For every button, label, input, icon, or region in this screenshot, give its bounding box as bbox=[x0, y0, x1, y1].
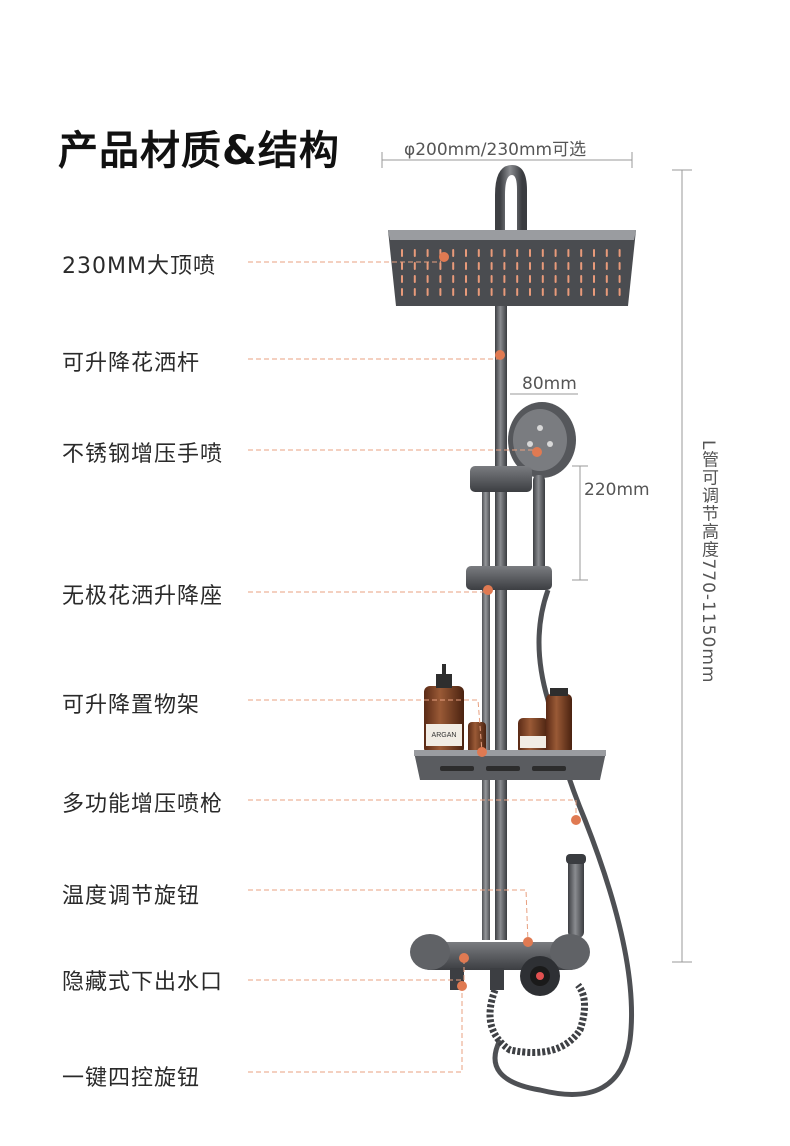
leader-line bbox=[248, 589, 489, 593]
label-control-knob: 一键四控旋钮 bbox=[62, 1066, 201, 1091]
leader-line bbox=[248, 958, 465, 981]
label-spray-gun: 多功能增压喷枪 bbox=[62, 792, 224, 817]
label-temperature-knob: 温度调节旋钮 bbox=[62, 884, 201, 909]
leader-line bbox=[248, 986, 463, 1073]
callout-dot bbox=[495, 350, 505, 360]
slider-rail bbox=[482, 470, 490, 940]
callout-dot bbox=[457, 981, 467, 991]
callout-dot bbox=[532, 447, 542, 457]
callout-dot bbox=[439, 252, 449, 262]
bottle-brand-label: ARGAN bbox=[432, 732, 457, 739]
hand-shower-height-dimension: 220mm bbox=[584, 480, 650, 500]
label-top-shower: 230MM大顶喷 bbox=[62, 254, 216, 279]
hand-shower-width-dimension: 80mm bbox=[522, 374, 577, 394]
callout-dot bbox=[459, 953, 469, 963]
gooseneck-arm bbox=[495, 164, 527, 237]
hand-shower bbox=[508, 402, 576, 585]
main-pipe bbox=[495, 300, 507, 940]
callout-dot bbox=[571, 815, 581, 825]
coiled-hose bbox=[486, 982, 588, 1056]
hand-shower-holder bbox=[470, 466, 532, 492]
dimension-lines bbox=[381, 152, 692, 963]
label-hand-shower: 不锈钢增压手喷 bbox=[62, 442, 224, 467]
callout-dot bbox=[483, 585, 493, 595]
lifting-seat bbox=[466, 566, 552, 590]
label-lifting-seat: 无极花洒升降座 bbox=[62, 584, 224, 609]
shelf bbox=[414, 750, 606, 780]
head-width-dimension: φ200mm/230mm可选 bbox=[404, 140, 587, 160]
leader-line bbox=[248, 449, 538, 453]
label-hidden-outlet: 隐藏式下出水口 bbox=[62, 970, 224, 995]
leader-line bbox=[248, 889, 529, 943]
callout-dot bbox=[477, 747, 487, 757]
top-shower-head bbox=[388, 230, 636, 306]
shower-hose bbox=[492, 589, 634, 1097]
spray-gun bbox=[566, 854, 586, 938]
label-lifting-rod: 可升降花洒杆 bbox=[62, 351, 201, 376]
mixer-valve bbox=[410, 934, 590, 996]
leader-line bbox=[248, 799, 577, 820]
leader-line bbox=[248, 354, 501, 360]
adjustable-height-dimension: L管可调节高度770-1150mm bbox=[698, 440, 718, 684]
label-shelf: 可升降置物架 bbox=[62, 693, 201, 718]
callout-dot bbox=[523, 937, 533, 947]
leader-line bbox=[248, 699, 483, 753]
leader-lines bbox=[248, 252, 581, 1073]
page-title: 产品材质&结构 bbox=[58, 128, 340, 174]
